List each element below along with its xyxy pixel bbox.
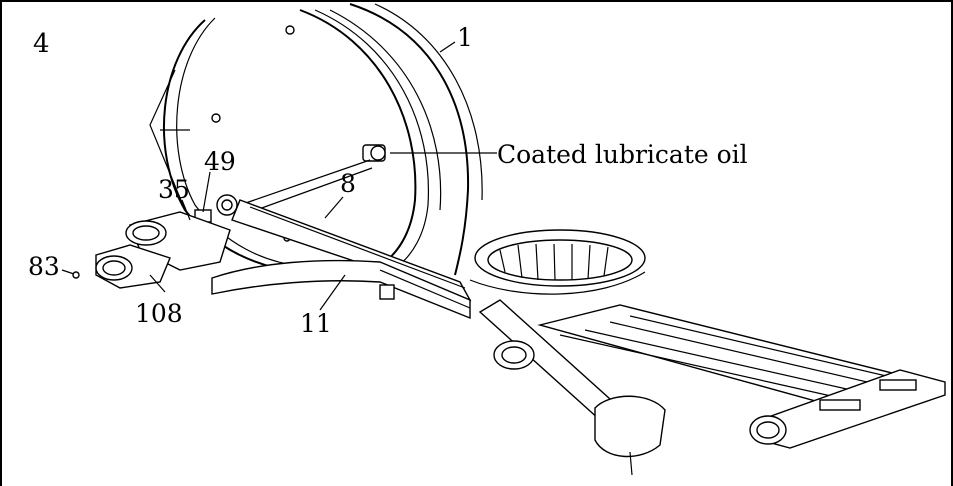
callout-1: 1 (457, 23, 473, 52)
callout-108: 108 (135, 299, 183, 328)
callout-35: 35 (158, 175, 190, 204)
callout-8: 8 (340, 169, 356, 198)
callout-49: 49 (204, 147, 236, 176)
front-tube-108 (72, 211, 231, 289)
base-rail (537, 304, 946, 449)
callout-83: 83 (28, 252, 60, 281)
crank-shaft (239, 144, 386, 214)
flywheel-shroud (149, 3, 483, 276)
foot-pedal (469, 229, 646, 295)
callout-11: 11 (300, 309, 332, 338)
tube-11 (211, 259, 471, 320)
leader-lines (61, 41, 497, 311)
support-post (478, 299, 666, 476)
step-number: 4 (33, 29, 50, 59)
callout-oil-note: Coated lubricate oil (497, 140, 748, 169)
